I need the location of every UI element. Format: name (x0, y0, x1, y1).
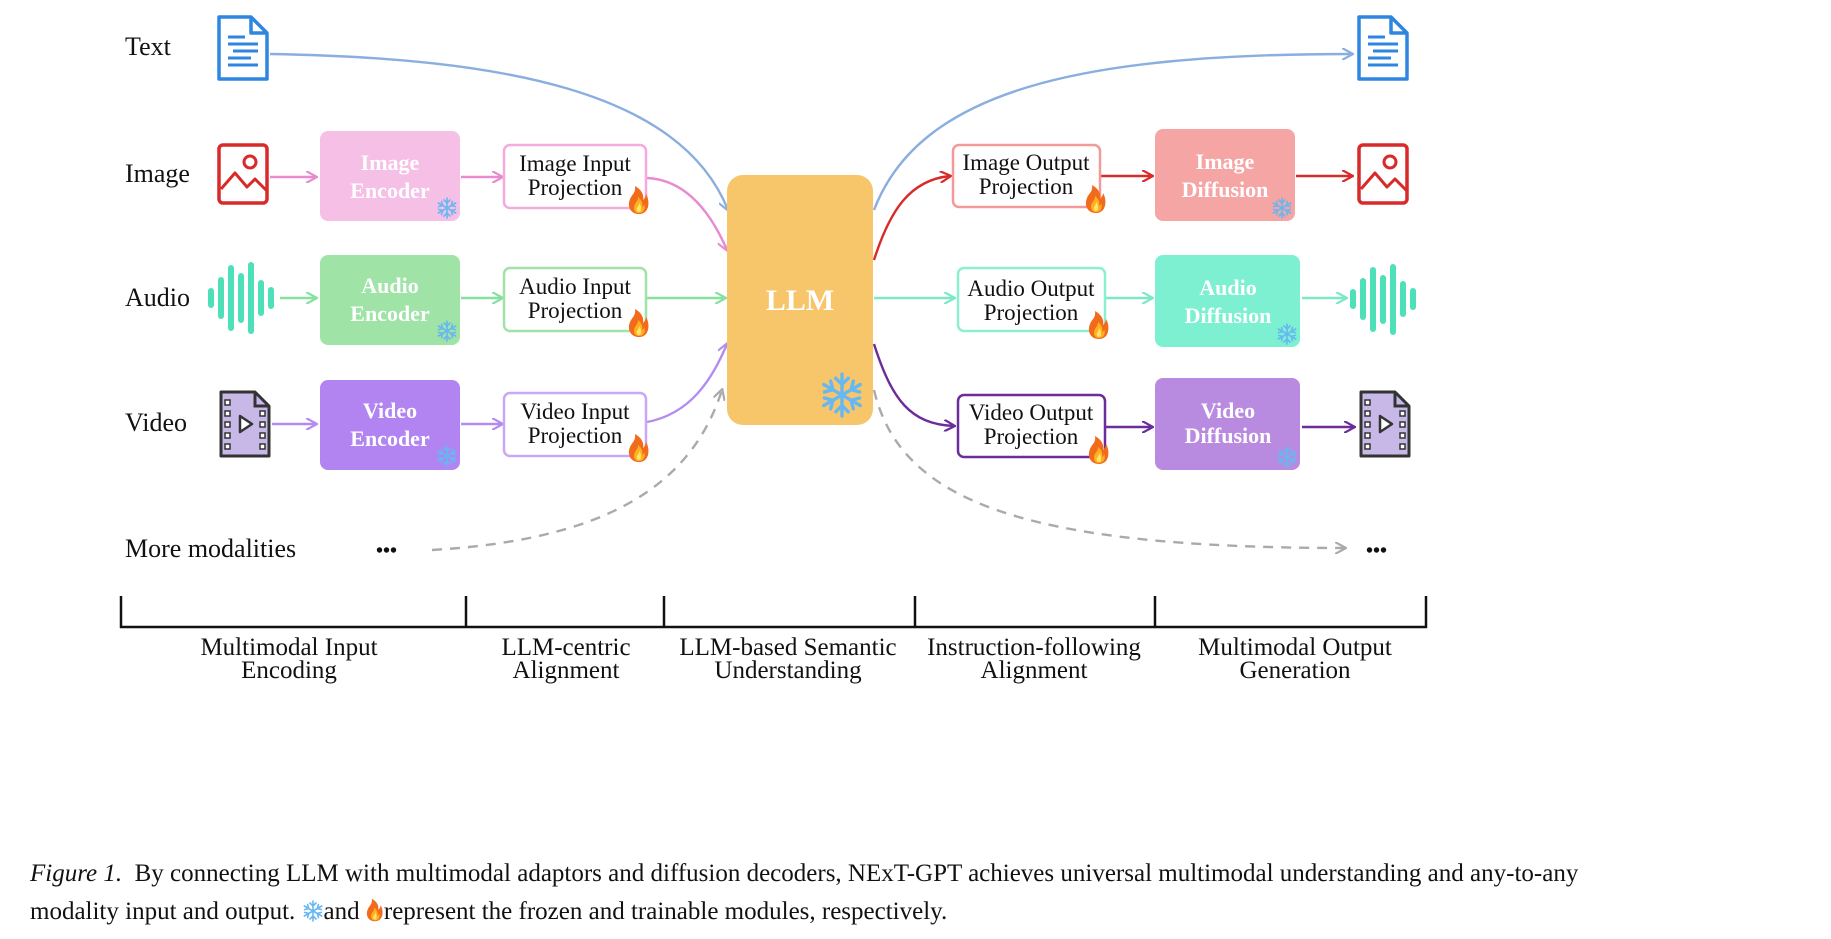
video-output-icon (1359, 390, 1411, 458)
image-input-icon (217, 143, 269, 205)
figure-caption: Figure 1. By connecting LLM with multimo… (30, 855, 1810, 931)
audio-diffusion-label-line2: Diffusion (1185, 303, 1272, 328)
video-diffusion-box: Video Diffusion (1155, 378, 1300, 470)
stage-3-line1: LLM-based Semantic (679, 634, 896, 661)
video-diffusion-label-line1: Video (1201, 398, 1255, 423)
video-projection-to-llm-arrow (646, 344, 727, 424)
video-diffusion-label-line2: Diffusion (1185, 423, 1272, 448)
audio-encoder-label-line2: Encoder (350, 301, 430, 326)
caption-line-1: Figure 1. By connecting LLM with multimo… (30, 855, 1810, 893)
video-input-projection-line1: Video Input (520, 399, 630, 424)
audio-output-projection-line2: Projection (984, 300, 1079, 325)
trainable-flame-icon (366, 898, 383, 922)
more-input-ellipsis: ••• (376, 540, 397, 562)
video-encoder-label-line2: Encoder (350, 426, 430, 451)
stage-3-line2: Understanding (714, 657, 862, 684)
image-output-icon (1357, 143, 1409, 205)
caption-text-1: By connecting LLM with multimodal adapto… (134, 860, 1579, 887)
caption-text-2a: modality input and output. (30, 898, 296, 925)
video-output-projection-line2: Projection (984, 424, 1079, 449)
audio-output-projection-box: Audio Output Projection (956, 266, 1109, 339)
llm-to-video-output-projection-arrow (872, 343, 954, 426)
audio-input-projection-line2: Projection (528, 298, 623, 323)
stage-1-line2: Encoding (241, 657, 337, 684)
llm-box: LLM (727, 175, 873, 425)
llm-label: LLM (766, 284, 834, 317)
audio-input-projection-box: Audio Input Projection (502, 266, 649, 337)
audio-diffusion-box: Audio Diffusion (1155, 255, 1300, 347)
stage-4-line1: Instruction-following (927, 634, 1141, 661)
image-output-projection-box: Image Output Projection (951, 143, 1106, 213)
video-modality-label: Video (125, 408, 187, 437)
image-input-projection-box: Image Input Projection (502, 143, 649, 214)
audio-waveform-input-icon (208, 262, 274, 334)
image-diffusion-box: Image Diffusion (1155, 129, 1295, 221)
image-input-projection-line1: Image Input (519, 151, 631, 176)
more-output-ellipsis: ••• (1366, 540, 1387, 562)
image-encoder-label-line2: Encoder (350, 178, 430, 203)
stage-2-line1: LLM-centric (501, 634, 630, 661)
video-input-icon (219, 390, 271, 458)
video-encoder-box: Video Encoder (320, 380, 460, 470)
more-modalities-label: More modalities (125, 534, 296, 563)
stage-5-line2: Generation (1239, 657, 1351, 684)
text-output-flow (872, 54, 1352, 211)
video-output-projection-box: Video Output Projection (956, 393, 1109, 464)
stage-4-line2: Alignment (981, 657, 1088, 684)
video-input-projection-line2: Projection (528, 423, 623, 448)
frozen-snowflake-icon (303, 900, 323, 922)
image-input-projection-line2: Projection (528, 175, 623, 200)
image-modality-label: Image (125, 159, 190, 188)
audio-encoder-box: Audio Encoder (320, 255, 460, 345)
video-input-projection-box: Video Input Projection (502, 391, 649, 462)
stage-1-line1: Multimodal Input (200, 634, 377, 661)
audio-output-projection-line1: Audio Output (967, 276, 1095, 301)
more-output-flow (872, 389, 1345, 548)
image-output-projection-line1: Image Output (962, 150, 1090, 175)
caption-label: Figure 1. (30, 860, 123, 887)
image-output-projection-line2: Projection (979, 174, 1074, 199)
image-diffusion-label-line2: Diffusion (1182, 177, 1269, 202)
caption-and: and (323, 898, 360, 925)
audio-waveform-output-icon (1350, 264, 1416, 335)
caption-line-2: modality input and output. and represent… (30, 893, 1810, 931)
video-encoder-label-line1: Video (363, 398, 417, 423)
more-input-flow (431, 390, 722, 552)
audio-diffusion-label-line1: Audio (1199, 275, 1256, 300)
image-projection-to-llm-arrow (646, 176, 727, 250)
image-diffusion-label-line1: Image (1196, 149, 1255, 174)
audio-input-projection-line1: Audio Input (519, 274, 631, 299)
stage-2-line2: Alignment (513, 657, 620, 684)
video-output-projection-line1: Video Output (969, 400, 1094, 425)
audio-modality-label: Audio (125, 283, 190, 312)
image-encoder-box: Image Encoder (320, 131, 460, 221)
document-input-icon (217, 15, 269, 81)
document-output-icon (1357, 15, 1409, 81)
audio-encoder-label-line1: Audio (361, 273, 418, 298)
text-input-flow (269, 52, 728, 210)
stage-bracket (119, 596, 1428, 629)
image-encoder-label-line1: Image (361, 150, 420, 175)
llm-to-image-output-projection-arrow (872, 176, 950, 261)
caption-text-2b: represent the frozen and trainable modul… (383, 898, 948, 925)
text-modality-label: Text (125, 32, 172, 61)
stage-5-line1: Multimodal Output (1198, 634, 1392, 661)
